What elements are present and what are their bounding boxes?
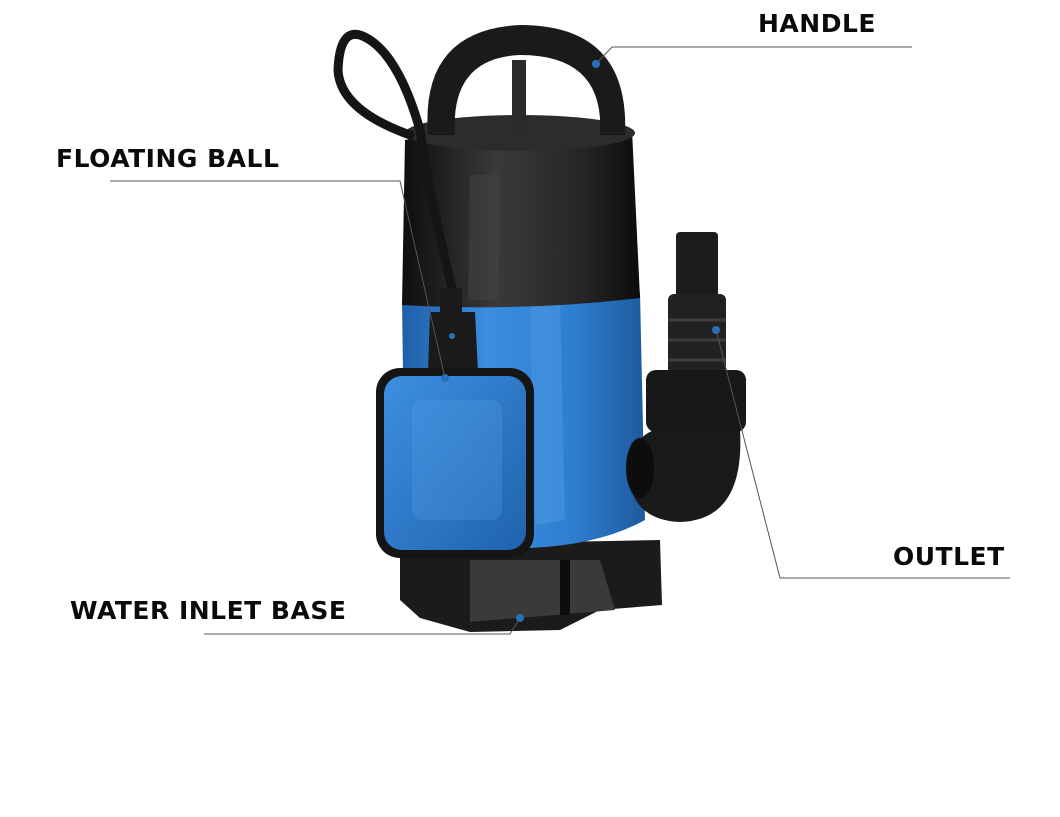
water-inlet-base-leader [204,617,521,635]
callout-leaders [110,46,1010,635]
pump-outlet [626,232,746,522]
outlet-label: OUTLET [893,542,1005,571]
pump-handle [427,25,626,135]
water-inlet-base-label: WATER INLET BASE [70,596,347,625]
float-switch-cable [333,29,460,305]
handle-leader [595,46,912,65]
outlet-leader [715,329,1010,579]
handle-label: HANDLE [758,9,876,38]
water-inlet-base-dot [516,614,524,622]
floating-ball-top-dot [449,333,455,339]
handle-dot [592,60,600,68]
floating-ball-label: FLOATING BALL [56,144,280,173]
water-inlet-base [400,540,662,632]
callout-dots [441,60,720,622]
pump-top-housing [402,115,640,308]
floating-ball [376,288,534,558]
floating-ball-dot [441,374,449,382]
outlet-dot [712,326,720,334]
floating-ball-leader [110,180,446,379]
